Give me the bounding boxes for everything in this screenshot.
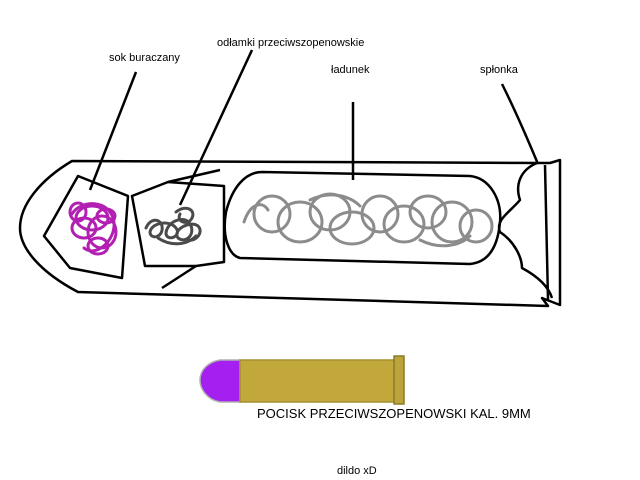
primer-shape [497,161,554,299]
bullet-casing-rim [393,355,405,405]
bullet-casing [239,359,396,403]
leader-primer [500,83,540,165]
label-charge: ładunek [331,64,370,76]
bullet-tip [199,359,241,403]
bullet-illustration [199,355,405,405]
charge-scribble [242,192,494,248]
shards-chamber [130,180,226,268]
note-text: dildo xD [337,465,377,477]
leader-shards [178,49,254,206]
bullet-caption: POCISK PRZECIWSZOPENOWSKI KAL. 9MM [257,406,531,421]
beet-juice-chamber [42,174,130,280]
cartridge-outline [18,158,562,308]
label-anti-chopin-shards: odłamki przeciwszopenowskie [217,37,365,49]
shards-scribble [144,206,202,246]
label-primer: spłonka [480,64,518,76]
beet-juice-scribble [68,201,118,256]
leader-beet-juice [88,71,138,191]
label-beet-juice: sok buraczany [109,52,180,64]
charge-chamber [223,170,502,266]
